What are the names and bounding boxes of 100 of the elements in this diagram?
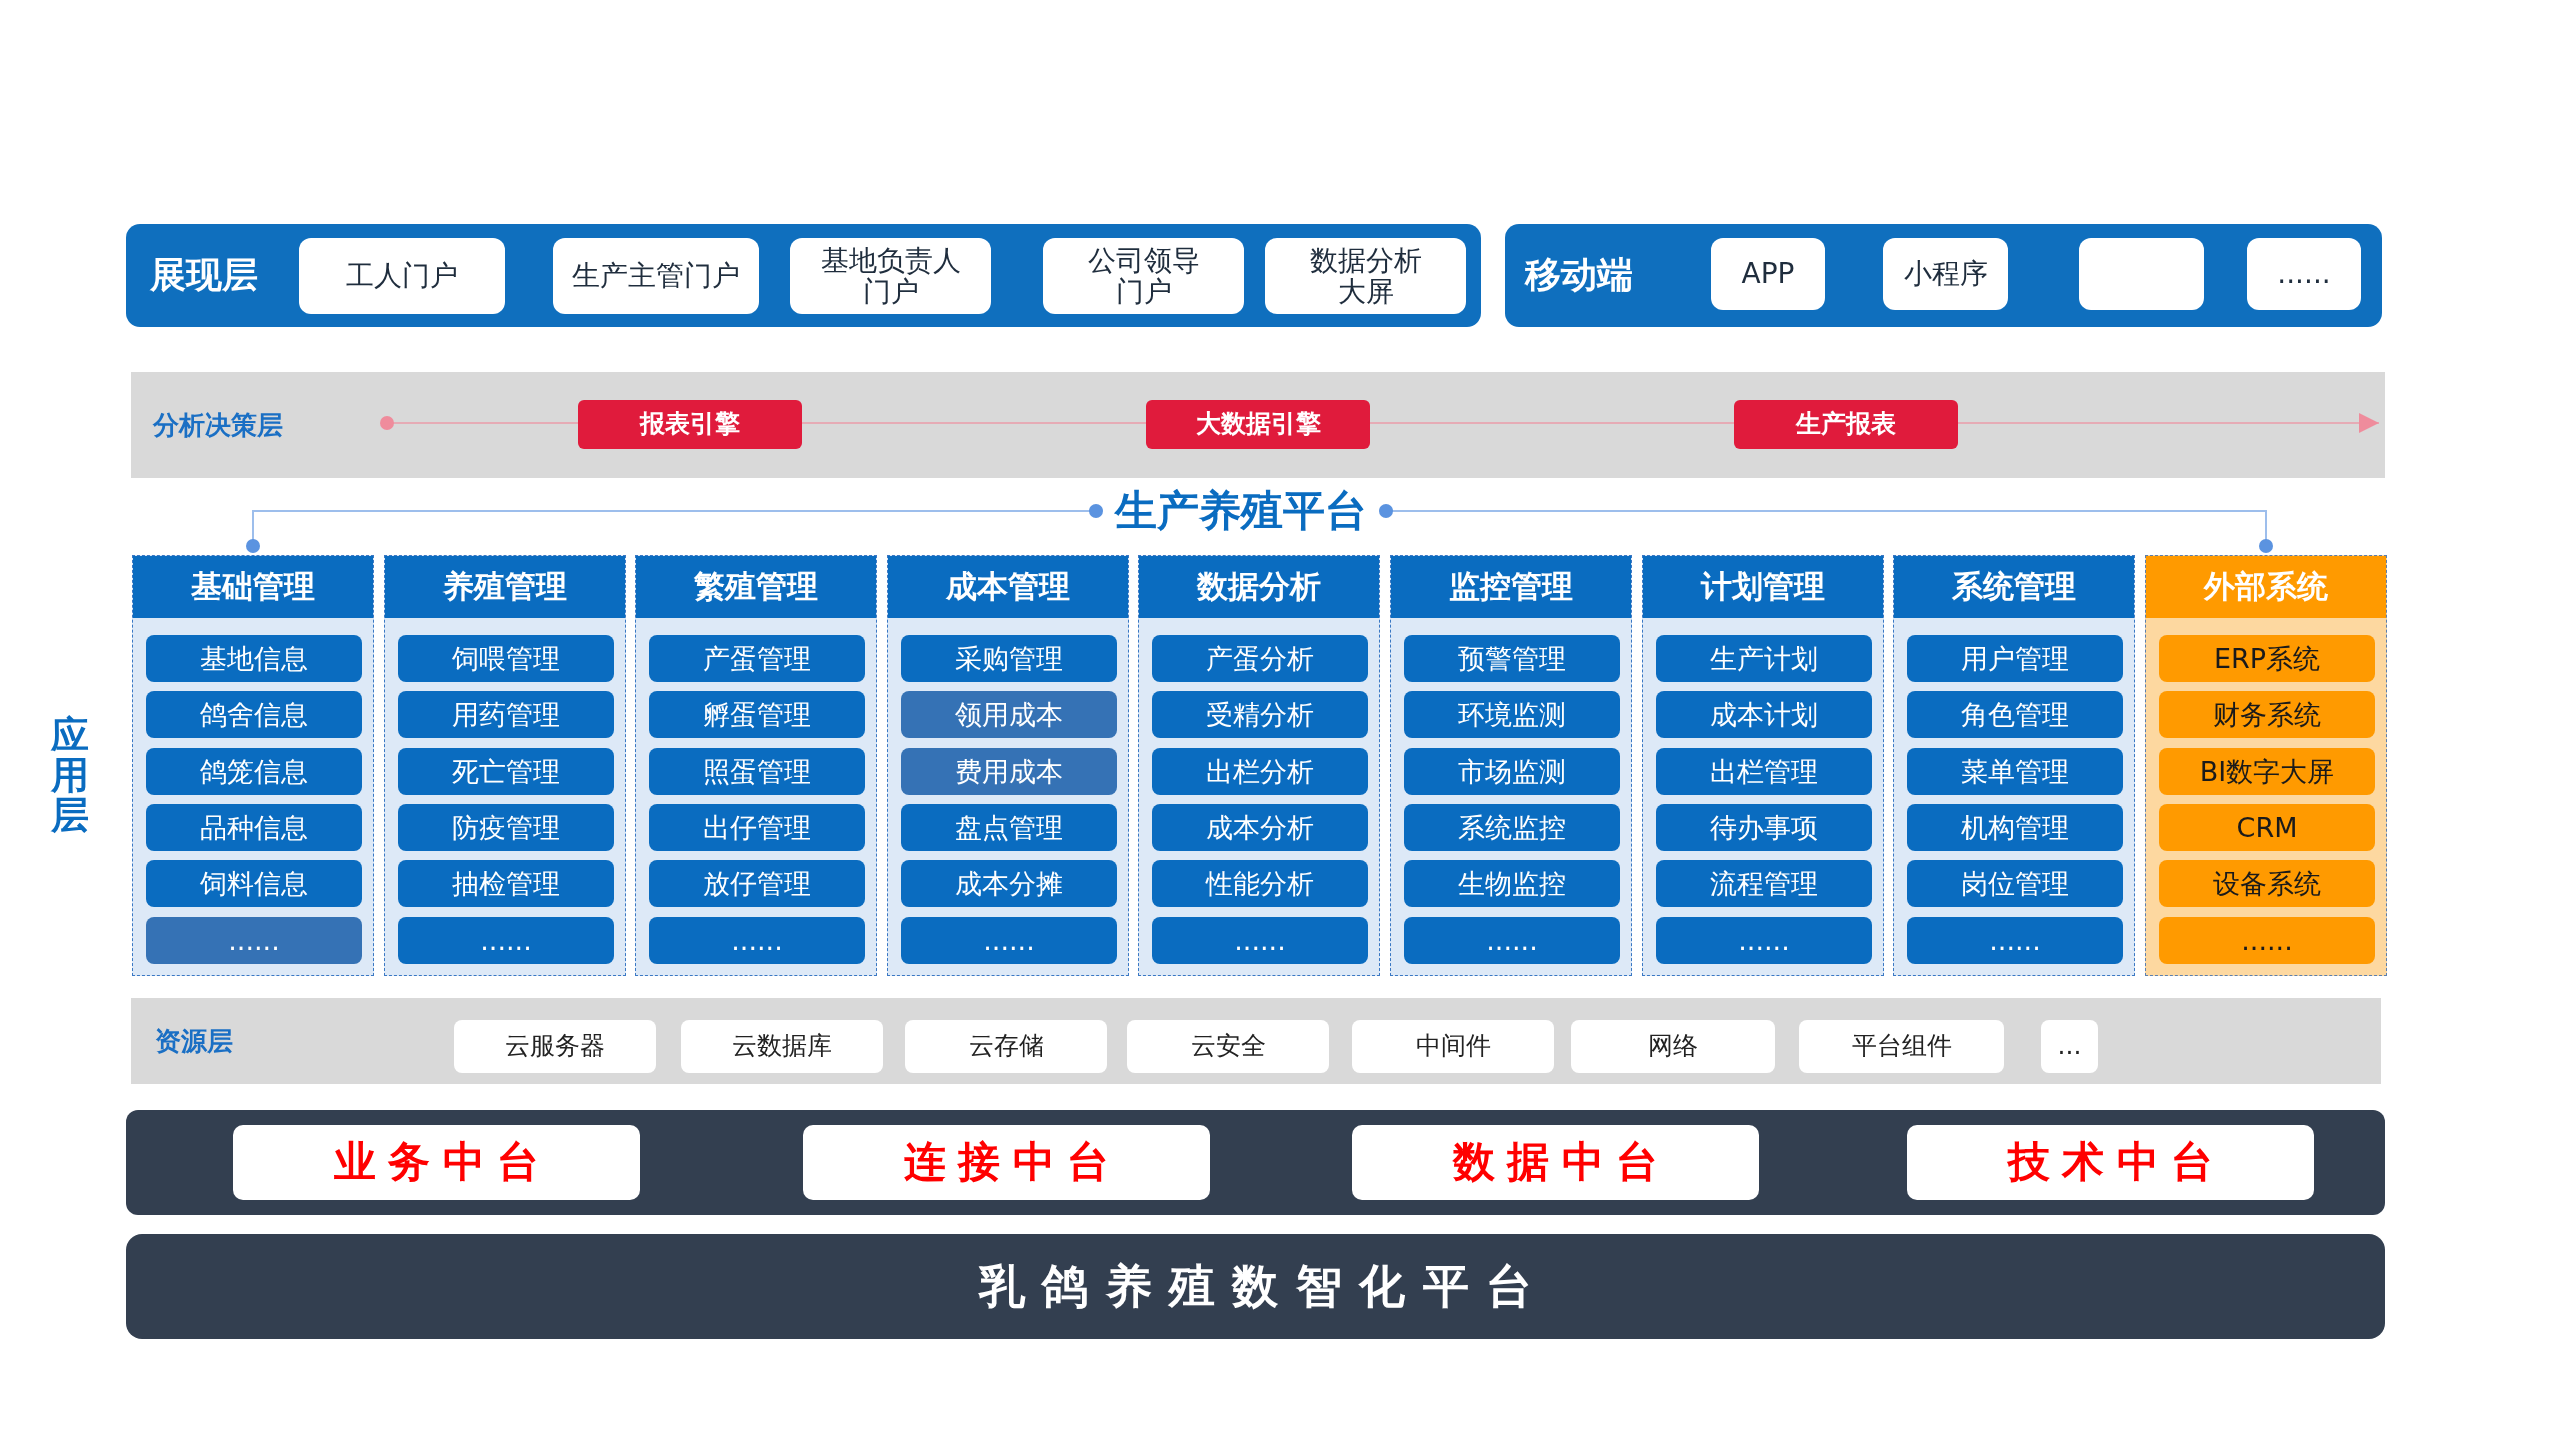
- function-box: 流程管理: [1656, 860, 1872, 907]
- function-box: 产蛋分析: [1152, 635, 1368, 682]
- module-column: [1138, 555, 1380, 976]
- function-box: 成本分摊: [901, 860, 1117, 907]
- portal-box: 工人门户: [299, 238, 505, 314]
- portal-box: 生产主管门户: [553, 238, 759, 314]
- function-box: 鸽笼信息: [146, 748, 362, 795]
- function-box: ......: [649, 917, 865, 964]
- function-box: 待办事项: [1656, 804, 1872, 851]
- function-box: 受精分析: [1152, 691, 1368, 738]
- connector-line: [801, 422, 1147, 424]
- module-column: [1642, 555, 1884, 976]
- function-box: 性能分析: [1152, 860, 1368, 907]
- layer-title: 分析决策层: [153, 408, 283, 442]
- connector-line: [380, 416, 579, 430]
- function-box: ......: [1656, 917, 1872, 964]
- function-box: 孵蛋管理: [649, 691, 865, 738]
- channel-box: APP: [1711, 238, 1825, 310]
- column-header: 数据分析: [1139, 556, 1379, 618]
- function-box: 领用成本: [901, 691, 1117, 738]
- function-box: ERP系统: [2159, 635, 2375, 682]
- platform-title: 生产养殖平台: [1105, 485, 1377, 537]
- function-box: ......: [901, 917, 1117, 964]
- function-box: 市场监测: [1404, 748, 1620, 795]
- resource-box: 云安全: [1127, 1020, 1329, 1073]
- column-header: 系统管理: [1894, 556, 2134, 618]
- engine-box: 报表引擎: [578, 400, 802, 449]
- column-header: 繁殖管理: [636, 556, 876, 618]
- function-box: 出栏管理: [1656, 748, 1872, 795]
- middle-platform-box: 业务中台: [233, 1125, 640, 1200]
- platform-banner: 乳鸽养殖数智化平台: [126, 1234, 2385, 1339]
- function-box: 基地信息: [146, 635, 362, 682]
- function-box: 品种信息: [146, 804, 362, 851]
- function-box: 采购管理: [901, 635, 1117, 682]
- resource-box: 云服务器: [454, 1020, 656, 1073]
- function-box: ......: [1907, 917, 2123, 964]
- module-column: [2145, 555, 2387, 976]
- function-box: 环境监测: [1404, 691, 1620, 738]
- function-box: 机构管理: [1907, 804, 2123, 851]
- module-column: [887, 555, 1129, 976]
- resource-box: 平台组件: [1799, 1020, 2004, 1073]
- function-box: 岗位管理: [1907, 860, 2123, 907]
- function-box: 盘点管理: [901, 804, 1117, 851]
- layer-label: 应用层: [50, 716, 90, 836]
- middle-platform-box: 连接中台: [803, 1125, 1210, 1200]
- column-header: 计划管理: [1643, 556, 1883, 618]
- function-box: 产蛋管理: [649, 635, 865, 682]
- portal-box: 基地负责人门户: [790, 238, 991, 314]
- function-box: 防疫管理: [398, 804, 614, 851]
- function-box: ......: [398, 917, 614, 964]
- function-box: ......: [146, 917, 362, 964]
- portal-box: 公司领导门户: [1043, 238, 1244, 314]
- layer-title: 资源层: [155, 1024, 233, 1058]
- connector-line: [1379, 504, 2273, 553]
- function-box: 设备系统: [2159, 860, 2375, 907]
- layer-panel: [1505, 224, 2382, 327]
- function-box: 用药管理: [398, 691, 614, 738]
- connector-line: [1369, 422, 1735, 424]
- module-column: [132, 555, 374, 976]
- resource-box: ...: [2041, 1020, 2098, 1073]
- function-box: ......: [1404, 917, 1620, 964]
- function-box: ......: [1152, 917, 1368, 964]
- column-header: 基础管理: [133, 556, 373, 618]
- module-column: [384, 555, 626, 976]
- module-column: [635, 555, 877, 976]
- middle-platform-box: 数据中台: [1352, 1125, 1759, 1200]
- function-box: 鸽舍信息: [146, 691, 362, 738]
- function-box: 生产计划: [1656, 635, 1872, 682]
- column-header: 成本管理: [888, 556, 1128, 618]
- middle-platform-box: 技术中台: [1907, 1125, 2314, 1200]
- function-box: 出仔管理: [649, 804, 865, 851]
- channel-box: 小程序: [1883, 238, 2008, 310]
- resource-box: 云数据库: [681, 1020, 883, 1073]
- function-box: 费用成本: [901, 748, 1117, 795]
- layer-panel: [131, 372, 2385, 478]
- function-box: 成本分析: [1152, 804, 1368, 851]
- module-column: [1893, 555, 2135, 976]
- function-box: 用户管理: [1907, 635, 2123, 682]
- function-box: 财务系统: [2159, 691, 2375, 738]
- function-box: 死亡管理: [398, 748, 614, 795]
- function-box: 角色管理: [1907, 691, 2123, 738]
- layer-panel: [131, 998, 2381, 1084]
- function-box: 生物监控: [1404, 860, 1620, 907]
- function-box: 抽检管理: [398, 860, 614, 907]
- platform-band: [126, 1110, 2385, 1215]
- connector-line: [246, 504, 1103, 553]
- resource-box: 中间件: [1352, 1020, 1554, 1073]
- portal-box: 数据分析大屏: [1265, 238, 1466, 314]
- function-box: 系统监控: [1404, 804, 1620, 851]
- function-box: 饲料信息: [146, 860, 362, 907]
- resource-box: 网络: [1571, 1020, 1775, 1073]
- column-header: 外部系统: [2146, 556, 2386, 618]
- function-box: 菜单管理: [1907, 748, 2123, 795]
- engine-box: 大数据引擎: [1146, 400, 1370, 449]
- column-header: 监控管理: [1391, 556, 1631, 618]
- function-box: ......: [2159, 917, 2375, 964]
- layer-panel: [126, 224, 1481, 327]
- function-box: 饲喂管理: [398, 635, 614, 682]
- function-box: 出栏分析: [1152, 748, 1368, 795]
- function-box: 成本计划: [1656, 691, 1872, 738]
